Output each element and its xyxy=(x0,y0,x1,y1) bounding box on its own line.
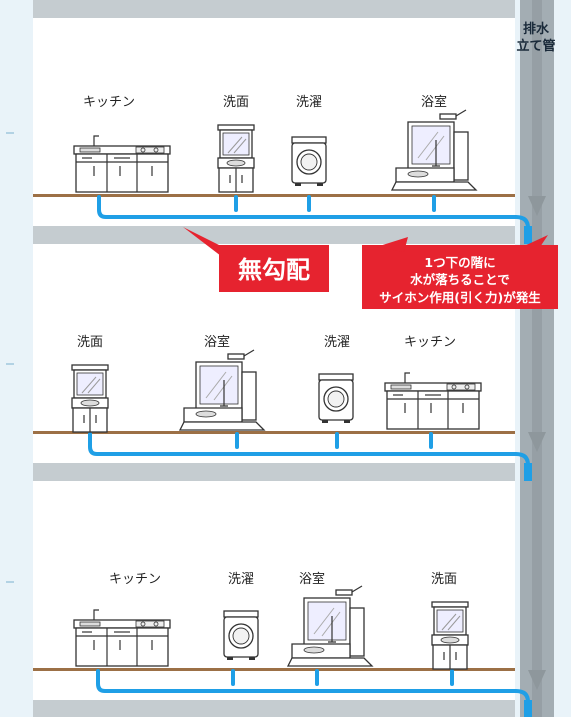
siphon-callout: 1つ下の階に 水が落ちることで サイホン作用(引く力)が発生 xyxy=(362,235,558,309)
floor-line xyxy=(33,194,515,197)
washing-machine xyxy=(318,373,354,424)
stack-label-line1: 排水 xyxy=(523,21,550,37)
label-bathroom: 浴室 xyxy=(204,334,230,350)
label-kitchen: キッチン xyxy=(109,572,161,587)
label-laundry: 洗濯 xyxy=(324,335,350,350)
callout-pointer xyxy=(376,237,408,252)
down-arrow-icon xyxy=(528,432,546,452)
siphon-line3: サイホン作用(引く力)が発生 xyxy=(379,290,541,305)
label-bathroom: 浴室 xyxy=(421,94,447,110)
horizontal-drain-pipes xyxy=(88,195,530,704)
washbasin-appliance xyxy=(217,124,255,193)
ceiling-slab xyxy=(33,0,515,18)
label-washbasin: 洗面 xyxy=(77,335,103,350)
down-arrow-icon xyxy=(528,670,546,690)
label-washbasin: 洗面 xyxy=(223,95,249,110)
slab xyxy=(33,463,515,481)
label-kitchen: キッチン xyxy=(83,95,135,110)
washing-machine xyxy=(223,610,259,661)
slab xyxy=(33,700,515,717)
siphon-line2: 水が落ちることで xyxy=(410,272,510,287)
siphon-box xyxy=(362,245,558,309)
drain-pipe-floor-1 xyxy=(97,195,530,230)
flow-arrows xyxy=(528,196,546,690)
callout-pointer xyxy=(522,235,548,262)
label-laundry: 洗濯 xyxy=(296,95,322,110)
washbasin-appliance xyxy=(431,601,469,670)
no-slope-label: 無勾配 xyxy=(238,256,310,284)
drain-pipe-floor-2 xyxy=(88,432,530,467)
slab xyxy=(33,226,515,244)
washing-machine xyxy=(291,136,327,187)
label-washbasin: 洗面 xyxy=(431,572,457,587)
down-arrow-icon xyxy=(528,196,546,216)
label-bathroom: 浴室 xyxy=(299,571,325,587)
floor-line xyxy=(33,431,515,434)
floor-line xyxy=(33,668,515,671)
no-slope-callout: 無勾配 xyxy=(183,227,329,292)
label-laundry: 洗濯 xyxy=(228,572,254,587)
siphon-line1: 1つ下の階に xyxy=(424,255,495,270)
label-kitchen: キッチン xyxy=(404,335,456,350)
callout-pointer xyxy=(183,227,221,256)
drain-pipe-floor-3 xyxy=(96,669,530,704)
pipe-ends xyxy=(524,226,532,717)
stack-label-line2: 立て管 xyxy=(516,38,555,54)
no-slope-box xyxy=(219,245,329,292)
drain-stack xyxy=(520,0,554,717)
drain-stack-core xyxy=(532,0,542,717)
washbasin-appliance xyxy=(71,364,109,433)
